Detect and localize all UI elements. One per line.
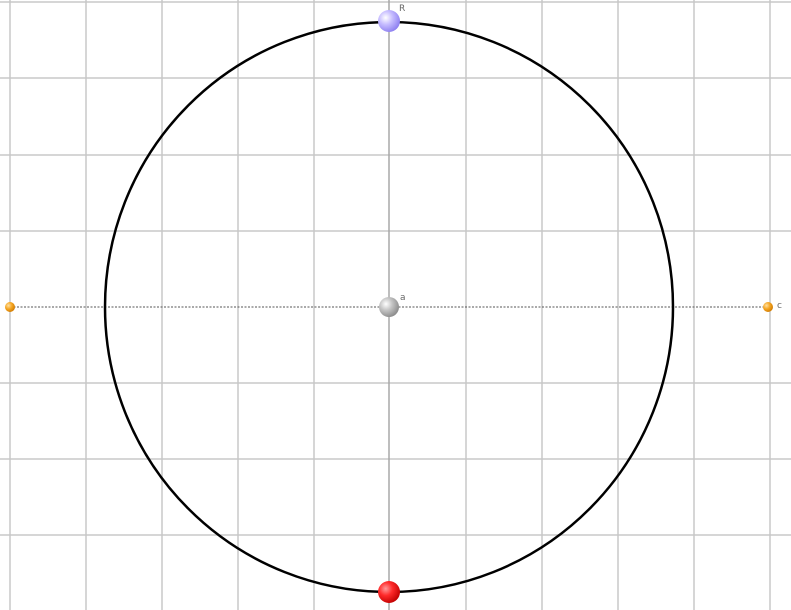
point-right-marker[interactable]: [763, 302, 773, 312]
point-right-label: c: [777, 301, 782, 311]
point-center-marker[interactable]: [379, 297, 399, 317]
point-top-marker[interactable]: [378, 10, 400, 32]
point-center-label: a: [400, 293, 406, 303]
point-right[interactable]: c: [763, 301, 782, 312]
point-top-label: R: [399, 4, 405, 14]
point-top[interactable]: R: [378, 4, 405, 32]
point-left[interactable]: [5, 302, 15, 312]
point-bottom-marker[interactable]: [378, 581, 400, 603]
point-bottom[interactable]: [378, 581, 400, 603]
point-left-marker[interactable]: [5, 302, 15, 312]
point-center[interactable]: a: [379, 293, 406, 317]
